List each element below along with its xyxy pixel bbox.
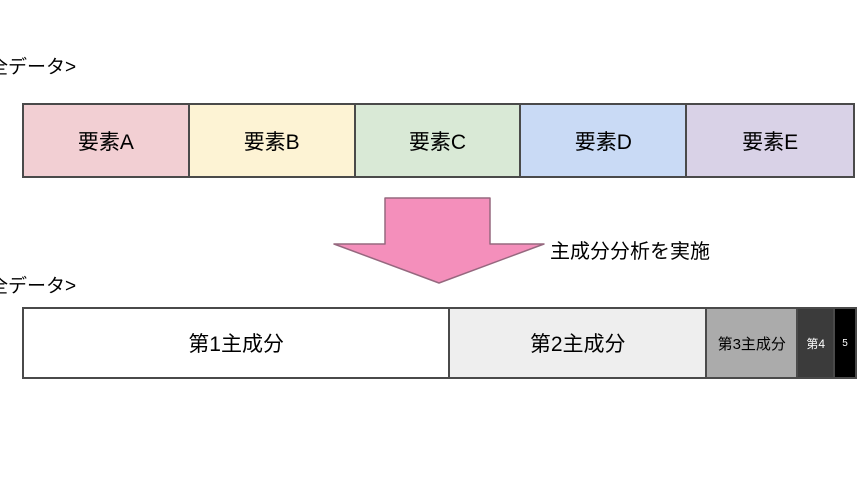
dataset-label-top: 全データ> [0, 57, 77, 78]
element-box-c: 要素C [355, 105, 522, 176]
element-box-a-label: 要素A [77, 130, 134, 154]
pc2-label: 第2主成分 [529, 333, 626, 356]
pc2-box: 第2主成分 [450, 309, 708, 377]
pc4-box: 第4 [798, 309, 836, 377]
elements-bar: 要素A 要素B 要素C 要素D 要素E [22, 103, 855, 178]
element-box-a: 要素A [24, 105, 190, 176]
pc3-box: 第3主成分 [707, 309, 799, 377]
down-arrow-icon [333, 197, 545, 284]
element-box-b: 要素B [189, 105, 356, 176]
element-box-e: 要素E [687, 105, 853, 176]
pc5-label: 5 [842, 337, 848, 349]
element-box-b-label: 要素B [243, 130, 300, 154]
arrow-caption: 主成分分析を実施 [550, 241, 710, 263]
dataset-label-bottom: 全データ> [0, 276, 77, 297]
element-box-d: 要素D [521, 105, 688, 176]
pc4-label: 第4 [806, 336, 826, 351]
down-arrow-shape [333, 197, 545, 284]
principal-components-bar: 第1主成分 第2主成分 第3主成分 第4 5 [22, 307, 857, 379]
pc1-box: 第1主成分 [24, 309, 451, 377]
pc3-label: 第3主成分 [717, 335, 786, 353]
element-box-c-label: 要素C [408, 130, 467, 154]
element-box-d-label: 要素D [574, 130, 632, 154]
pc1-label: 第1主成分 [188, 333, 284, 356]
pc5-box: 5 [835, 309, 855, 377]
element-box-e-label: 要素E [742, 130, 799, 154]
